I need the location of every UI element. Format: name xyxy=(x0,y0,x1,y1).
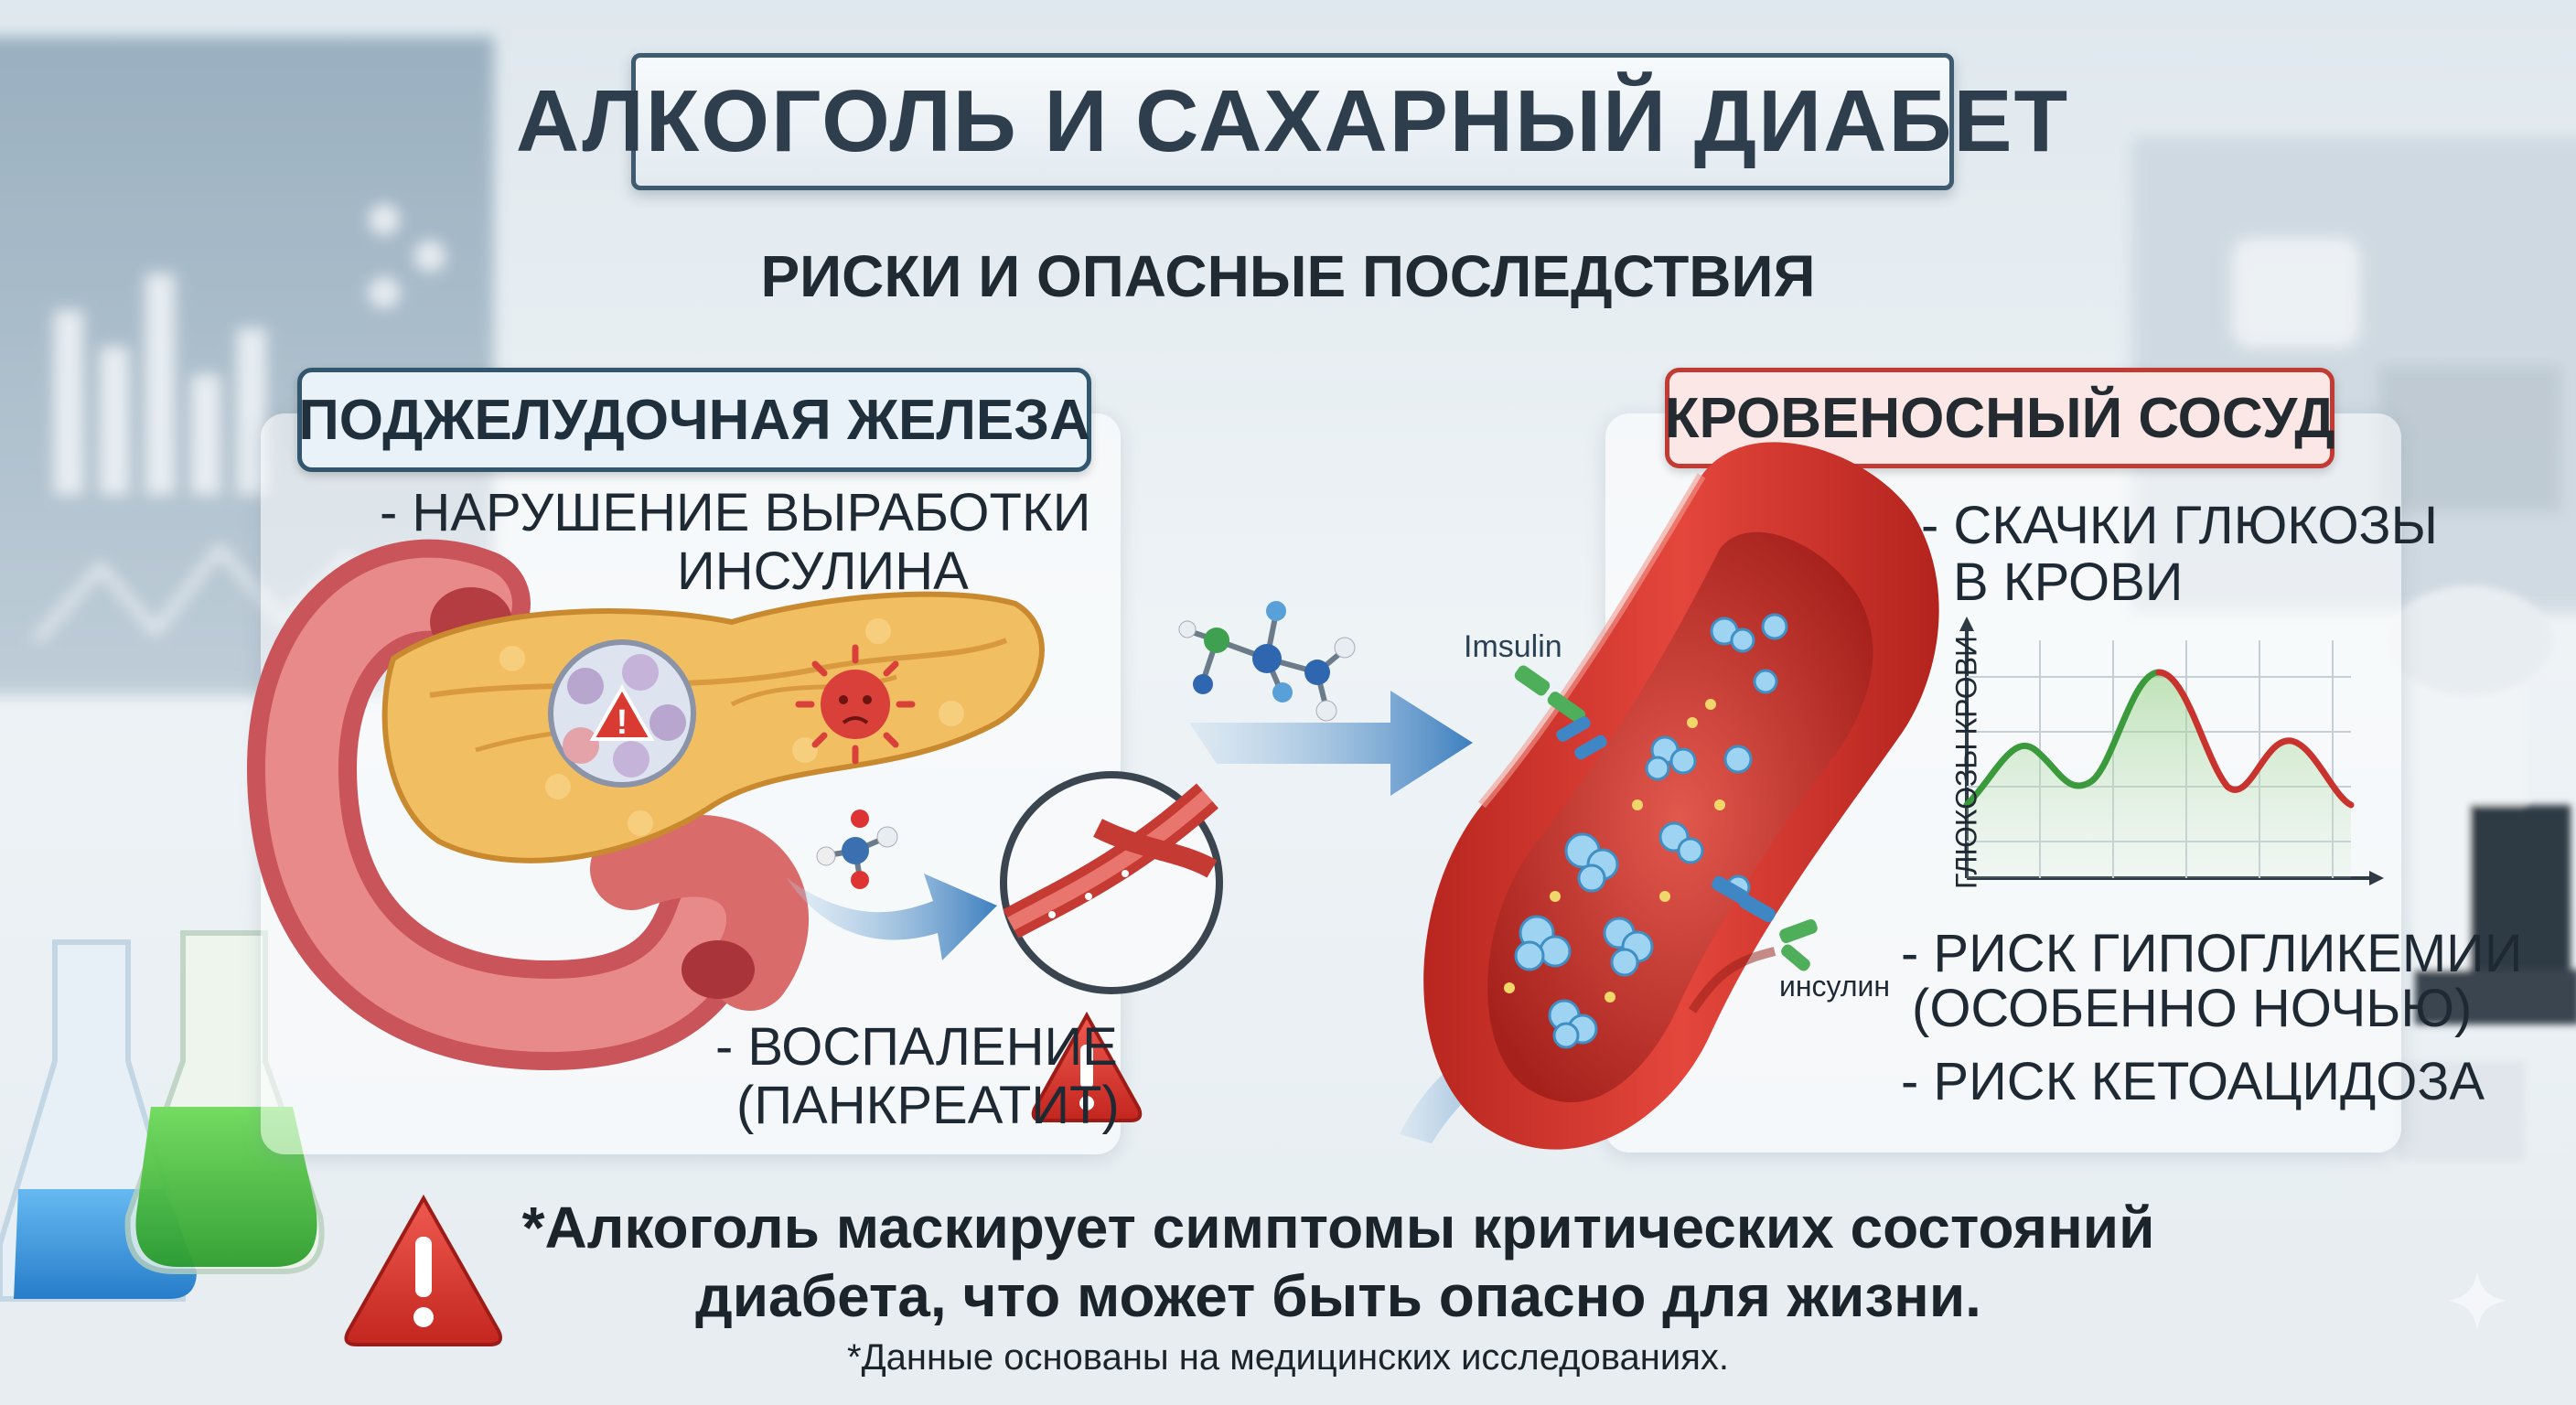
molecule-icon-small xyxy=(816,810,898,889)
vessel-zoom-icon xyxy=(1000,771,1223,994)
inflamed-cell-icon xyxy=(795,644,916,765)
warning-note-line-2: диабета, что может быть опасно для жизни… xyxy=(695,1263,1981,1329)
molecule-icon xyxy=(1178,601,1356,722)
pancreas-point-2-line-1: - ВОСПАЛЕНИЕ xyxy=(715,1017,1118,1077)
subtitle: РИСКИ И ОПАСНЫЕ ПОСЛЕДСТВИЯ xyxy=(760,243,1816,309)
vessel-point-2-line-2: (ОСОБЕННО НОЧЬЮ) xyxy=(1912,979,2473,1038)
pancreas-illustration: ! xyxy=(246,539,1045,1071)
svg-text:!: ! xyxy=(617,703,628,742)
glucose-graph xyxy=(1959,617,2384,885)
warning-icon xyxy=(344,1194,502,1346)
blood-vessel-illustration xyxy=(1423,442,1939,1150)
insulin-label-top: Imsulin xyxy=(1464,629,1562,664)
warning-note-line-1: *Алкоголь маскирует симптомы критических… xyxy=(521,1195,2155,1260)
pancreas-heading: ПОДЖЕЛУДОЧНАЯ ЖЕЛЕЗА xyxy=(297,368,1091,472)
pancreas-point-2-line-2: (ПАНКРЕАТИТ) xyxy=(736,1076,1120,1135)
vessel-point-1-line-2: В КРОВИ xyxy=(1953,552,2184,612)
arrow-icon xyxy=(787,874,997,960)
flask-green xyxy=(124,930,325,1274)
insulin-receptor-icon xyxy=(1712,875,1818,971)
warning-icon xyxy=(589,683,655,741)
insulin-label-bottom: инсулин xyxy=(1779,970,1891,1003)
vessel-point-2-line-1: - РИСК ГИПОГЛИКЕМИИ xyxy=(1901,924,2523,983)
pancreas-point-1-line-2: ИНСУЛИНА xyxy=(677,542,969,601)
page-title: АЛКОГОЛЬ И САХАРНЫЙ ДИАБЕТ xyxy=(515,72,2070,170)
pancreas-point-1-line-1: - НАРУШЕНИЕ ВЫРАБОТКИ xyxy=(380,483,1091,542)
graph-y-label: ГЛЮКОЗЫ КРОВИ xyxy=(1949,635,1983,890)
vessel-point-1-line-1: - СКАЧКИ ГЛЮКОЗЫ xyxy=(1921,496,2438,555)
warning-icon xyxy=(1031,1011,1143,1122)
vessel-heading: КРОВЕНОСНЫЙ СОСУД xyxy=(1665,368,2334,468)
arrow-icon xyxy=(1189,691,1473,796)
sparkle-icon xyxy=(2448,1271,2506,1330)
footnote: *Данные основаны на медицинских исследов… xyxy=(847,1337,1729,1378)
insulin-receptor-icon xyxy=(1514,665,1607,760)
vessel-point-3: - РИСК КЕТОАЦИДОЗА xyxy=(1901,1052,2485,1111)
title-banner: АЛКОГОЛЬ И САХАРНЫЙ ДИАБЕТ xyxy=(516,53,2067,190)
